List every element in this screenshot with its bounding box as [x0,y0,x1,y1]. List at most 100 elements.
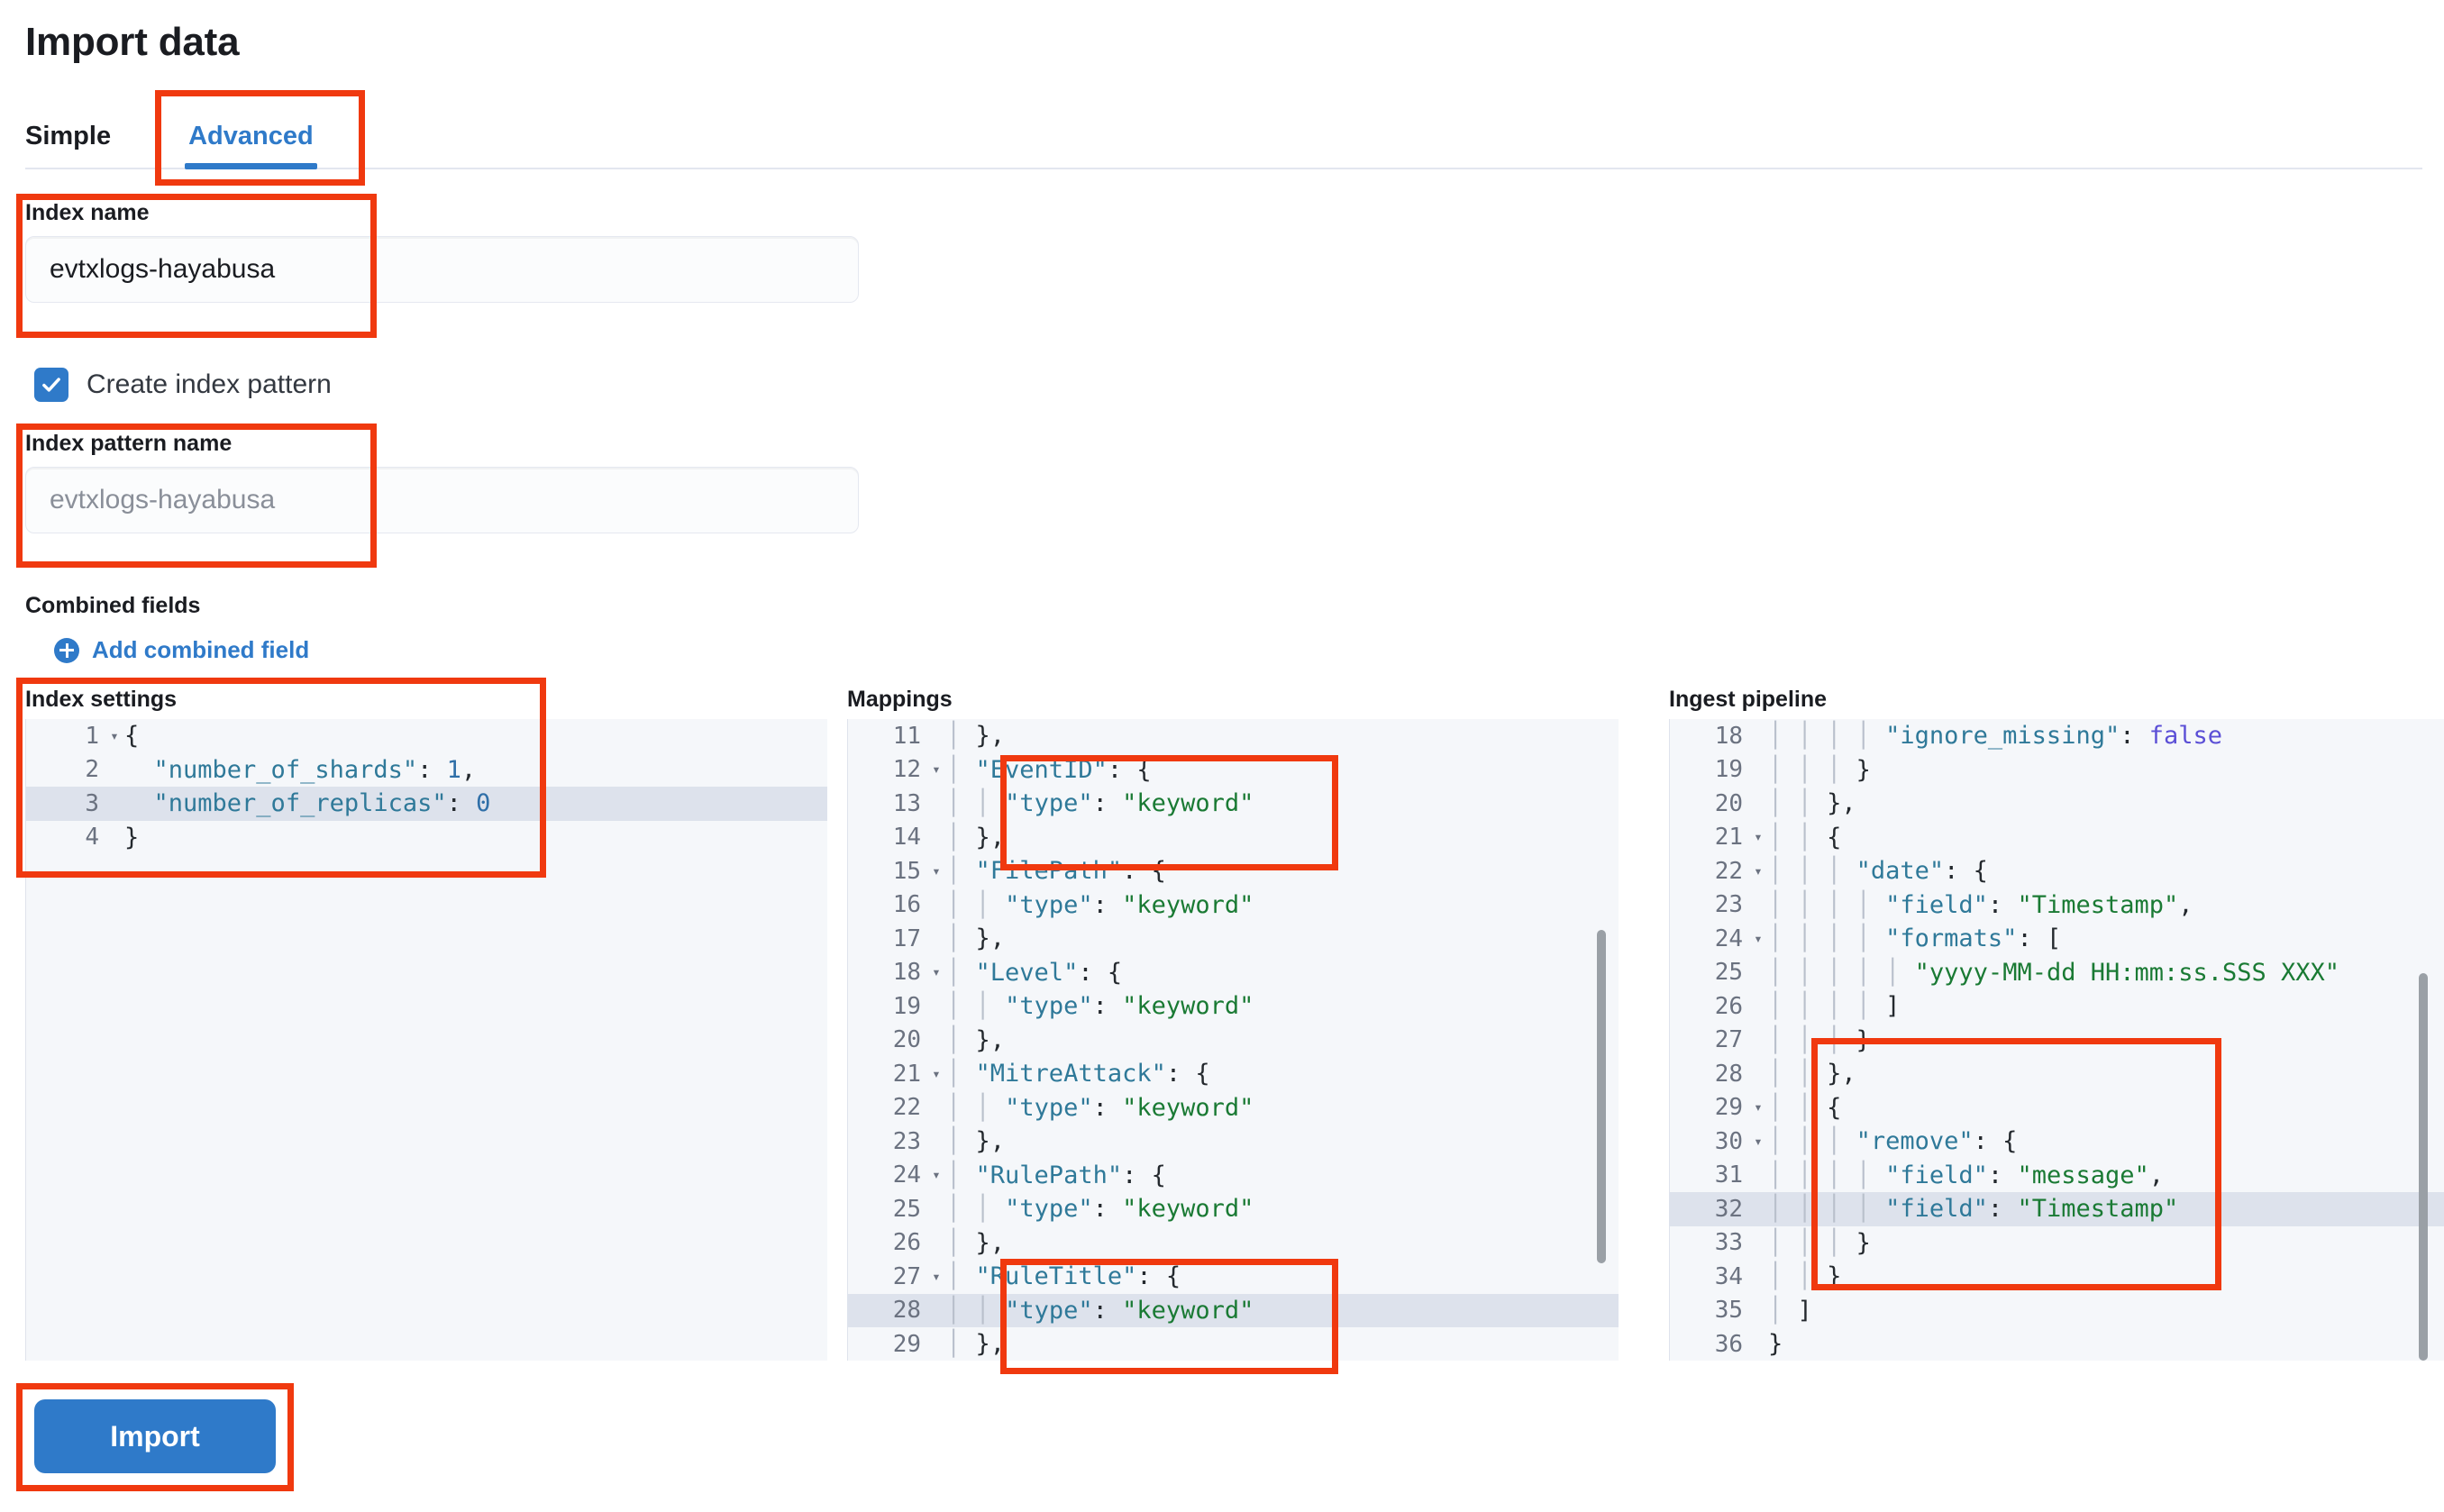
line-number: 17 [892,925,921,952]
line-number: 19 [892,992,921,1020]
code-text: │ }, [946,722,1006,751]
code-line: 3 "number_of_replicas": 0 [25,787,827,821]
line-number: 16 [892,891,921,919]
code-text: │ │ │ │ "field": "Timestamp", [1768,890,2193,919]
fold-caret-icon[interactable]: ▾ [932,1166,941,1184]
mappings-scrollbar[interactable] [1597,930,1606,1263]
gutter-rule [1669,719,1670,1361]
code-line: 1▾{ [25,719,827,753]
code-line: 11 │ }, [847,719,1619,753]
code-line: 22│ │ "type": "keyword" [847,1091,1619,1125]
fold-caret-icon[interactable]: ▾ [932,1064,941,1082]
code-text: "number_of_shards": 1, [153,755,477,784]
code-line: 2 "number_of_shards": 1, [25,753,827,788]
plus-circle-icon [54,637,79,663]
tab-advanced[interactable]: Advanced [158,123,344,169]
line-number: 31 [1714,1161,1743,1189]
index-name-label: Index name [25,200,150,225]
code-text: │ }, [946,1127,1006,1156]
code-text: │ "EventID": { [946,755,1152,784]
code-line: 29│ }, [847,1327,1619,1361]
index-name-input[interactable]: evtxlogs-hayabusa [25,236,859,303]
line-number: 23 [892,1127,921,1155]
code-text: "number_of_replicas": 0 [153,789,491,818]
code-text: │ │ │ │ "formats": [ [1768,925,2062,953]
create-index-pattern-row[interactable]: Create index pattern [34,368,332,402]
line-number: 27 [1714,1026,1743,1054]
line-number: 33 [1714,1229,1743,1257]
code-text: │ │ { [1768,1093,1842,1122]
code-line: 18▾│ "Level": { [847,956,1619,990]
line-number: 22 [1714,857,1743,885]
gutter-rule [25,719,26,1361]
ingest-pipeline-title: Ingest pipeline [1669,687,1828,712]
index-settings-title: Index settings [25,687,178,712]
code-line: 25 │ │ "type": "keyword" [847,1192,1619,1226]
code-text: │ │ │ │ "ignore_missing": false [1768,722,2223,751]
code-text: │ "RulePath": { [946,1161,1166,1189]
fold-caret-icon[interactable]: ▾ [932,761,941,779]
checkbox-checked-icon[interactable] [34,368,68,402]
code-line: 14│ }, [847,821,1619,855]
line-number: 30 [1714,1127,1743,1155]
fold-caret-icon[interactable]: ▾ [1754,861,1763,879]
line-number: 28 [1714,1060,1743,1088]
code-line: 23│ │ │ │ "field": "Timestamp", [1669,888,2444,923]
fold-caret-icon[interactable]: ▾ [932,861,941,879]
code-text: │ }, [946,1330,1006,1359]
code-line: 31 │ │ │ │ "field": "message", [1669,1159,2444,1193]
code-text: │ │ │ │ "field": "message", [1768,1161,2165,1189]
line-number: 20 [1714,789,1743,817]
fold-caret-icon[interactable]: ▾ [1754,828,1763,846]
code-text: │ │ │ "remove": { [1768,1127,2018,1156]
line-number: 22 [892,1094,921,1122]
code-line: 35│ ] [1669,1294,2444,1328]
index-pattern-name-label: Index pattern name [25,431,233,456]
tab-bar: Simple Advanced [25,99,344,169]
code-line: 28│ │ }, [1669,1057,2444,1091]
code-text: │ │ "type": "keyword" [946,1195,1254,1224]
code-text: │ │ { [1768,823,1842,852]
page-title: Import data [25,20,240,64]
line-number: 27 [892,1262,921,1290]
fold-caret-icon[interactable]: ▾ [110,726,119,744]
code-line: 12 ▾ │ "EventID": { [847,753,1619,788]
ingest-pipeline-scrollbar[interactable] [2419,973,2428,1361]
line-number: 18 [892,959,921,987]
line-number: 11 [892,722,921,750]
code-line: 20│ │ }, [1669,787,2444,821]
code-line: 36} [1669,1327,2444,1361]
code-line: 16│ │ "type": "keyword" [847,888,1619,923]
fold-caret-icon[interactable]: ▾ [1754,929,1763,947]
line-number: 21 [1714,824,1743,852]
line-number: 12 [892,756,921,784]
line-number: 19 [1714,756,1743,784]
index-pattern-name-input[interactable]: evtxlogs-hayabusa [25,467,859,533]
fold-caret-icon[interactable]: ▾ [932,1267,941,1285]
line-number: 4 [85,824,99,852]
tab-simple[interactable]: Simple [25,122,112,150]
line-number: 14 [892,824,921,852]
fold-caret-icon[interactable]: ▾ [1754,1098,1763,1116]
mappings-editor[interactable]: 11│ },12▾│ "EventID": {13│ │ "type": "ke… [847,719,1619,1361]
code-text: │ │ │ } [1768,755,1871,784]
index-settings-editor[interactable]: 1▾{2 "number_of_shards": 1,3 "number_of_… [25,719,827,1361]
code-text: │ │ │ "date": { [1768,857,1988,886]
code-text: │ │ "type": "keyword" [946,1296,1254,1325]
fold-caret-icon[interactable]: ▾ [932,963,941,981]
line-number: 32 [1714,1195,1743,1223]
code-line: 20│ }, [847,1024,1619,1058]
line-number: 25 [892,1195,921,1223]
code-text: │ │ │ │ "field": "Timestamp" [1768,1195,2179,1224]
code-line: 22 ▾ │ │ │ "date": { [1669,854,2444,888]
code-text: │ │ │ } [1768,1228,1871,1257]
code-line: 26│ │ │ │ ] [1669,989,2444,1024]
code-text: } [124,823,140,852]
fold-caret-icon[interactable]: ▾ [1754,1132,1763,1150]
import-button[interactable]: Import [34,1399,276,1473]
add-combined-field-button[interactable]: Add combined field [54,636,309,664]
create-index-pattern-label: Create index pattern [87,369,332,399]
code-line: 21 ▾ │ │ { [1669,821,2444,855]
